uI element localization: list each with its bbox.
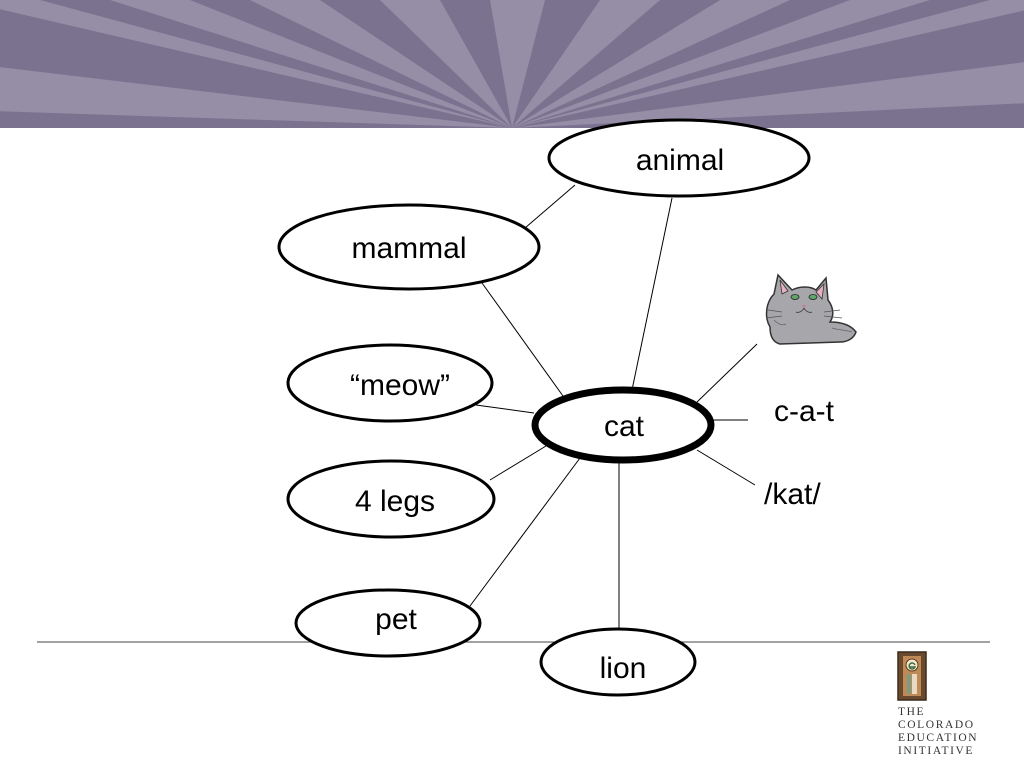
logo: THE COLORADO EDUCATION INITIATIVE (896, 650, 1006, 768)
node-lion: lion (539, 627, 697, 697)
logo-text-line: INITIATIVE (898, 745, 975, 757)
connector-meow (475, 404, 535, 414)
node-label: lion (600, 652, 647, 685)
node-4-legs: 4 legs (286, 459, 496, 539)
node-mammal: mammal (277, 203, 541, 291)
connector-animal-cat (631, 197, 673, 391)
connector-legs (489, 445, 547, 481)
logo-text-line: COLORADO (898, 719, 975, 731)
node-meow: “meow” (286, 343, 494, 423)
node-label: mammal (351, 232, 466, 265)
node-animal: animal (547, 118, 811, 198)
node-label: pet (375, 603, 417, 636)
header-rays (0, 0, 1024, 128)
connector-animal (524, 184, 576, 229)
connector-mammal (481, 282, 564, 397)
node-label: cat (604, 410, 645, 443)
connectors (469, 184, 758, 630)
cat-head-icon (765, 273, 857, 345)
header-band (0, 0, 1024, 128)
connector-picture (696, 343, 758, 403)
node-cat: cat (531, 386, 715, 464)
connector-pet (469, 457, 581, 607)
logo-text-line: EDUCATION (898, 732, 979, 744)
node-label: “meow” (350, 369, 450, 402)
spelling-text: c-a-t (774, 395, 835, 428)
connector-phonetic (696, 449, 756, 486)
node-label: 4 legs (355, 485, 435, 518)
logo-text-line: THE (898, 706, 926, 718)
node-label: animal (636, 144, 724, 177)
node-pet: pet (294, 588, 482, 658)
phonetic-text: /kat/ (764, 478, 821, 511)
education-initiative-logo-icon (897, 651, 927, 701)
